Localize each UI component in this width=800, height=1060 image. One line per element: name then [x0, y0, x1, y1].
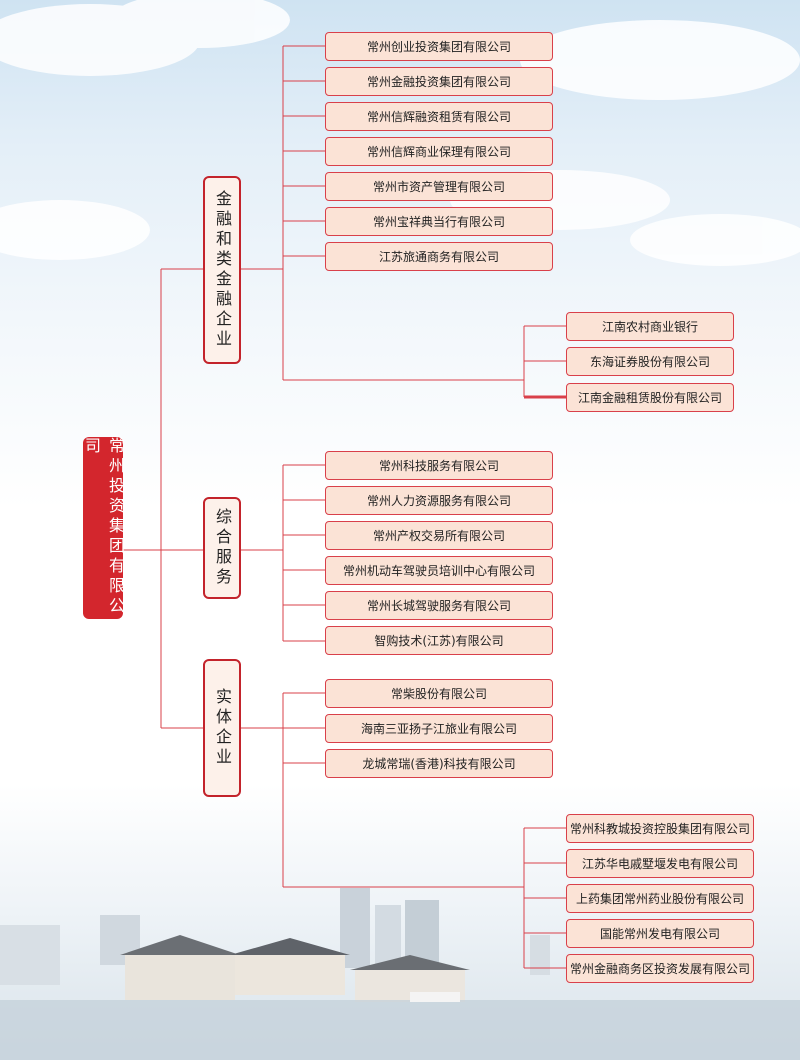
category-industrial: 实体企业 [203, 659, 241, 797]
root-node: 常州投资集团有限公司 [82, 437, 125, 619]
category-label: 实体企业 [213, 688, 232, 768]
company-box: 海南三亚扬子江旅业有限公司 [325, 714, 553, 743]
company-box: 常州信辉融资租赁有限公司 [325, 102, 553, 131]
company-box: 常州机动车驾驶员培训中心有限公司 [325, 556, 553, 585]
company-box: 常州金融投资集团有限公司 [325, 67, 553, 96]
holding-box: 江南金融租赁股份有限公司 [566, 383, 734, 412]
company-box: 龙城常瑞(香港)科技有限公司 [325, 749, 553, 778]
city-skyline [0, 888, 800, 1060]
holding-box: 常州金融商务区投资发展有限公司 [566, 954, 754, 983]
company-box: 常州信辉商业保理有限公司 [325, 137, 553, 166]
root-label: 常州投资集团有限公司 [82, 437, 125, 617]
company-box: 常州市资产管理有限公司 [325, 172, 553, 201]
company-box: 江苏旅通商务有限公司 [325, 242, 553, 271]
company-box: 常州产权交易所有限公司 [325, 521, 553, 550]
company-box: 常柴股份有限公司 [325, 679, 553, 708]
company-box: 智购技术(江苏)有限公司 [325, 626, 553, 655]
category-finance: 金融和类金融企业 [203, 176, 241, 364]
category-label: 金融和类金融企业 [213, 190, 232, 350]
category-services: 综合服务 [203, 497, 241, 599]
holding-box: 东海证券股份有限公司 [566, 347, 734, 376]
category-label: 综合服务 [213, 508, 232, 588]
company-box: 常州宝祥典当行有限公司 [325, 207, 553, 236]
holding-box: 江南农村商业银行 [566, 312, 734, 341]
company-box: 常州长城驾驶服务有限公司 [325, 591, 553, 620]
holding-box: 常州科教城投资控股集团有限公司 [566, 814, 754, 843]
company-box: 常州创业投资集团有限公司 [325, 32, 553, 61]
company-box: 常州科技服务有限公司 [325, 451, 553, 480]
company-box: 常州人力资源服务有限公司 [325, 486, 553, 515]
holding-box: 江苏华电戚墅堰发电有限公司 [566, 849, 754, 878]
holding-box: 国能常州发电有限公司 [566, 919, 754, 948]
holding-box: 上药集团常州药业股份有限公司 [566, 884, 754, 913]
